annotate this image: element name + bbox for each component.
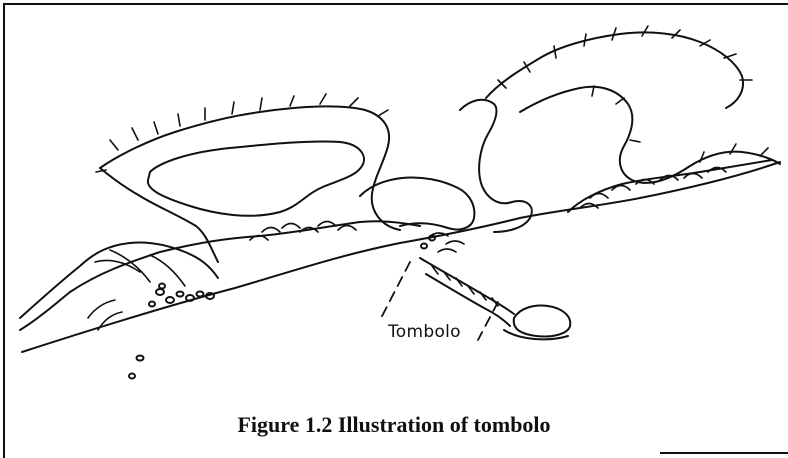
left-cliff-ticks [96, 94, 388, 172]
tombolo-bar-upper [420, 258, 514, 314]
left-lagoon [148, 141, 364, 215]
tombolo-island [514, 306, 571, 337]
right-grass-hatches [580, 168, 726, 209]
tombolo-callout-line-left [380, 262, 410, 320]
pebble [129, 374, 135, 379]
pebble [177, 292, 184, 297]
pebble [166, 297, 174, 303]
pebble [149, 302, 155, 307]
pebble [421, 244, 427, 249]
pebble [159, 284, 165, 289]
upper-shoreline [20, 221, 420, 330]
pebble [137, 356, 144, 361]
right-landmass-inner [520, 87, 780, 183]
tombolo-bar-lower [426, 274, 510, 326]
right-cliff-ticks [498, 26, 768, 162]
pebble [156, 289, 164, 295]
tombolo-callout-line-right [478, 302, 498, 340]
central-cove [460, 100, 532, 232]
pebble [197, 292, 204, 297]
figure-caption: Figure 1.2 Illustration of tombolo [0, 412, 788, 438]
left-coast-inner [100, 168, 218, 262]
pebble [186, 295, 194, 301]
left-headland-ridge [88, 250, 185, 330]
tombolo-label: Tombolo [388, 322, 461, 342]
left-coast-outer [100, 106, 400, 230]
